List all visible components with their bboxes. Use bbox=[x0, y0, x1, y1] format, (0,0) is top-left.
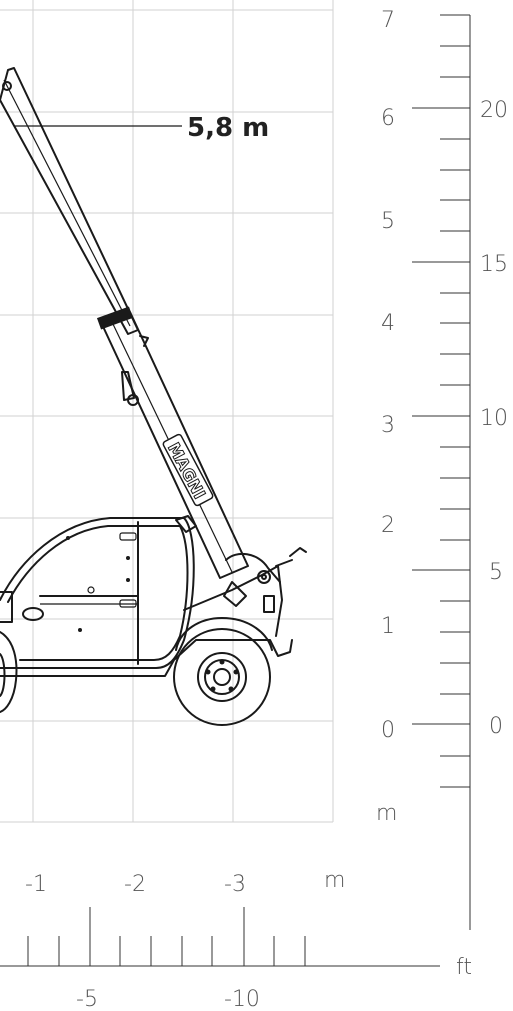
background-grid bbox=[0, 0, 334, 823]
vertical-major-ticks bbox=[412, 107, 470, 725]
metric-tick-4: 4 bbox=[381, 311, 395, 336]
h-metric-tick-2: -2 bbox=[124, 872, 146, 897]
imperial-tick-5: 5 bbox=[489, 560, 503, 585]
reach-callout: 5,8 m bbox=[14, 113, 269, 143]
front-wheel bbox=[0, 631, 18, 713]
h-imperial-tick-5: -5 bbox=[76, 987, 98, 1011]
metric-tick-0: 0 bbox=[381, 718, 395, 743]
imperial-tick-10: 10 bbox=[480, 406, 508, 431]
h-imperial-tick-10: -10 bbox=[224, 987, 260, 1011]
metric-tick-2: 2 bbox=[381, 513, 395, 538]
vertical-minor-ticks bbox=[440, 14, 470, 788]
h-metric-tick-3: -3 bbox=[224, 872, 246, 897]
imperial-tick-15: 15 bbox=[480, 252, 508, 277]
h-imperial-unit-label: ft bbox=[456, 955, 472, 980]
vertical-scale: 7 6 5 4 3 2 1 0 m 20 15 10 5 0 bbox=[376, 8, 508, 930]
h-metric-tick-1: -1 bbox=[25, 872, 47, 897]
boom-clamp bbox=[96, 306, 134, 330]
chassis bbox=[0, 547, 307, 677]
metric-unit-label: m bbox=[376, 801, 397, 826]
horizontal-major-ticks bbox=[89, 907, 245, 966]
telehandler-illustration: MAGNI bbox=[0, 67, 307, 726]
imperial-tick-0: 0 bbox=[489, 714, 503, 739]
metric-tick-6: 6 bbox=[381, 106, 395, 131]
metric-tick-3: 3 bbox=[381, 413, 395, 438]
telescopic-boom: MAGNI bbox=[0, 67, 249, 579]
metric-tick-1: 1 bbox=[381, 614, 395, 639]
operator-cab bbox=[0, 515, 197, 669]
horizontal-imperial-scale: -5 -10 ft bbox=[0, 907, 472, 1011]
horizontal-minor-ticks bbox=[27, 936, 306, 966]
rear-wheel bbox=[173, 617, 273, 726]
imperial-tick-20: 20 bbox=[480, 98, 508, 123]
reach-height-label: 5,8 m bbox=[187, 113, 269, 143]
h-metric-unit-label: m bbox=[324, 868, 345, 893]
metric-tick-5: 5 bbox=[381, 209, 395, 234]
horizontal-metric-scale: -1 -2 -3 m bbox=[25, 868, 345, 897]
metric-tick-7: 7 bbox=[381, 8, 395, 33]
